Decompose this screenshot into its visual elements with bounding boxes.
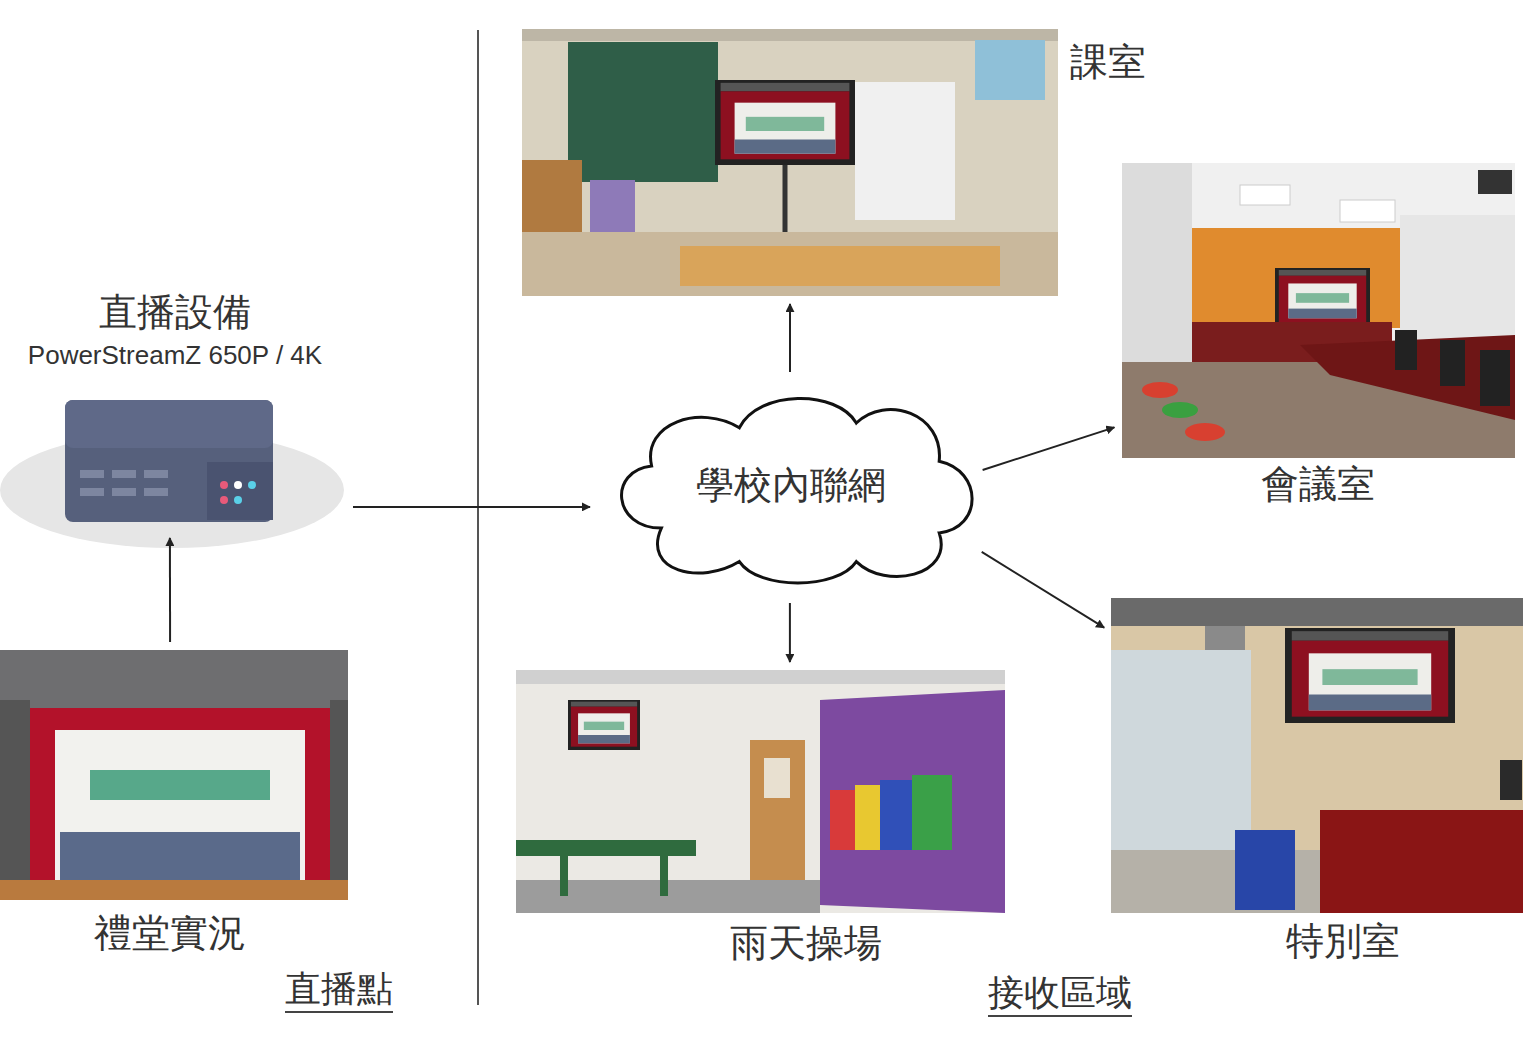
jersey: [880, 780, 916, 850]
door-window: [764, 758, 790, 798]
device-body: [65, 400, 273, 522]
side-curtain: [0, 700, 30, 890]
hall-photo: [0, 650, 348, 900]
ceiling: [516, 670, 1005, 684]
wood-floor: [0, 880, 348, 900]
screen: [1275, 268, 1370, 326]
screen: [715, 80, 855, 165]
arrow-connector: [983, 427, 1115, 470]
orange-wall: [1192, 228, 1400, 328]
playground-photo: [516, 670, 1005, 913]
chair: [1440, 340, 1465, 386]
region-label: 直播點: [285, 968, 393, 1013]
device-slot: [80, 470, 104, 478]
device-slot: [112, 470, 136, 478]
special-room-photo: [1111, 598, 1523, 913]
classroom-photo: [522, 29, 1058, 296]
meeting-room-photo: [1122, 163, 1515, 458]
divider-line: [477, 30, 479, 1005]
photo-caption: 課室: [1070, 41, 1146, 85]
streaming-device: [0, 400, 344, 548]
arrow-connector: [169, 538, 171, 642]
desks: [680, 246, 1000, 286]
red-table: [1320, 810, 1523, 913]
photo-ground: [0, 650, 348, 900]
blue-chairs: [1235, 830, 1295, 910]
jersey: [912, 775, 952, 850]
chair: [1395, 330, 1417, 370]
purple-cart: [590, 180, 635, 240]
photo-ground: [522, 29, 1058, 296]
screen-stand: [783, 165, 788, 240]
floor: [522, 232, 1058, 296]
playground-node: 雨天操場: [516, 670, 1005, 970]
speaker: [1500, 760, 1522, 800]
photo-caption: 禮堂實況: [94, 912, 246, 956]
arrow-connector: [789, 603, 791, 662]
device-heading: 直播設備: [99, 291, 251, 335]
stool: [1162, 402, 1198, 418]
network-cloud: 學校內聯網: [598, 380, 985, 595]
hall-photo-node: 禮堂實況: [0, 650, 350, 965]
device-panel: [207, 462, 273, 520]
tv-screen: [1285, 628, 1455, 723]
ceiling-light: [1340, 200, 1395, 222]
chair: [1480, 350, 1510, 406]
device-node: 直播設備 PowerStreamZ 650P / 4K: [5, 285, 345, 530]
grey-curtain: [0, 650, 348, 708]
device-model: PowerStreamZ 650P / 4K: [28, 341, 322, 371]
device-led: [234, 496, 242, 504]
arrow-connector: [982, 552, 1104, 628]
audience-chairs: [60, 832, 300, 880]
tv-screen: [568, 700, 640, 750]
purple-board: [820, 690, 1005, 913]
ceiling-light: [1240, 185, 1290, 205]
side-curtain: [330, 700, 348, 890]
special-room-node: 特別室: [1111, 598, 1523, 975]
cloud-shape: [622, 398, 973, 583]
stage-interior: [55, 730, 305, 885]
red-curtain: [30, 708, 330, 888]
device-slot: [144, 470, 168, 478]
green-seats: [90, 770, 270, 800]
bench-leg: [660, 856, 668, 896]
device-led: [220, 481, 228, 489]
ceiling: [1111, 598, 1523, 626]
meeting-room-node: 會議室: [1122, 163, 1515, 510]
photo-caption: 特別室: [1286, 920, 1400, 964]
arrow-connector: [789, 304, 791, 372]
photo-caption: 會議室: [1261, 463, 1375, 507]
bench-leg: [560, 856, 568, 896]
map-poster: [975, 40, 1045, 100]
bench: [516, 840, 696, 856]
device-slot: [112, 488, 136, 496]
projector: [1478, 170, 1512, 194]
stool: [1185, 423, 1225, 441]
ceiling: [522, 29, 1058, 41]
cloud-label: 學校內聯網: [696, 464, 886, 508]
photo-ground: [1111, 598, 1523, 913]
device-led: [248, 481, 256, 489]
device-top: [65, 400, 273, 448]
arrow-connector: [353, 506, 590, 508]
device-led: [220, 496, 228, 504]
notice-board: [855, 82, 955, 220]
classroom-node: 課室: [522, 29, 1160, 296]
region-label: 接收區域: [988, 972, 1132, 1017]
stool: [1142, 382, 1178, 398]
photo-ground: [1122, 163, 1515, 458]
green-board: [568, 42, 718, 182]
device-slot: [80, 488, 104, 496]
photo-ground: [516, 670, 1005, 913]
device-led: [234, 481, 242, 489]
photo-caption: 雨天操場: [730, 922, 882, 966]
device-slot: [144, 488, 168, 496]
